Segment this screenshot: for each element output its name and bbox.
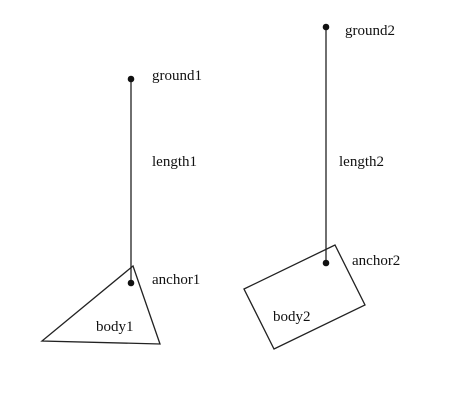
anchor1-point: [127, 279, 135, 287]
length2-label: length2: [339, 154, 384, 170]
anchor1-label: anchor1: [152, 272, 200, 288]
ground2-point: [322, 23, 330, 31]
ground1-label: ground1: [152, 68, 202, 84]
ground1-point: [127, 75, 135, 83]
body1-label: body1: [96, 319, 134, 335]
body1-triangle: [40, 264, 161, 345]
body2-label: body2: [273, 309, 311, 325]
body2-rectangle: [243, 244, 366, 350]
length1-label: length1: [152, 154, 197, 170]
ground2-label: ground2: [345, 23, 395, 39]
anchor2-label: anchor2: [352, 253, 400, 269]
anchor2-point: [322, 259, 330, 267]
